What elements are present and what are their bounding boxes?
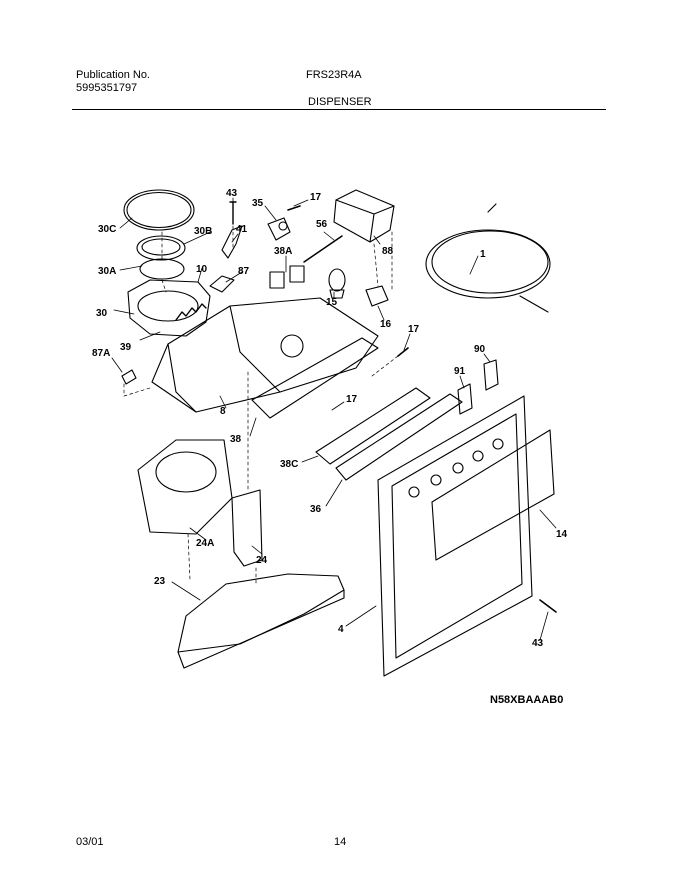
callout-4: 4 [338, 624, 344, 635]
part-screw-43-bottom [539, 599, 557, 613]
part-screw-43-top [229, 201, 237, 225]
part-frame-4 [377, 395, 533, 677]
part-gasket-30c-inner [126, 191, 192, 229]
leader-lines [111, 197, 557, 641]
callout-56: 56 [316, 219, 328, 230]
callout-38a: 38A [274, 246, 292, 257]
callout-35: 35 [252, 198, 264, 209]
part-housing-8 [151, 297, 379, 413]
part-disc-30b [136, 235, 186, 261]
callout-30b: 30B [194, 226, 212, 237]
callout-43-bottom: 43 [532, 638, 544, 649]
callout-17-mid: 17 [408, 324, 420, 335]
part-frame-4-inner [391, 413, 523, 659]
callout-43-top: 43 [226, 188, 238, 199]
header-rule [72, 109, 606, 110]
callout-38: 38 [230, 434, 242, 445]
part-overlay-14 [431, 429, 555, 561]
callout-36: 36 [310, 504, 322, 515]
part-tubing-1-coil-a [425, 229, 551, 299]
section-title: DISPENSER [308, 96, 372, 108]
callout-1: 1 [480, 249, 486, 260]
callout-17-low: 17 [346, 394, 358, 405]
part-door-24 [231, 489, 263, 567]
part-switch-38a-2 [289, 265, 305, 283]
callout-90: 90 [474, 344, 486, 355]
part-tubing-1-coil-b [431, 230, 549, 294]
callout-30: 30 [96, 308, 108, 319]
part-gasket-30c [123, 189, 195, 231]
part-bracket-90 [483, 359, 499, 391]
callout-24a: 24A [196, 538, 214, 549]
callout-17-top: 17 [310, 192, 322, 203]
callout-8: 8 [220, 406, 226, 417]
part-housing-8-port [280, 334, 304, 358]
part-rod-56 [303, 235, 343, 263]
callout-38c: 38C [280, 459, 298, 470]
callout-15: 15 [326, 297, 338, 308]
part-actuator-35 [267, 217, 291, 241]
callout-16: 16 [380, 319, 392, 330]
callout-87a: 87A [92, 348, 110, 359]
part-spring-10 [175, 303, 207, 321]
part-frame-button-5 [492, 438, 504, 450]
part-frame-button-1 [408, 486, 420, 498]
callout-88: 88 [382, 246, 394, 257]
part-bulb-15-base [329, 289, 345, 299]
part-switch-38a-1 [269, 271, 285, 289]
part-tray-23 [177, 573, 345, 653]
alignment-lines [123, 225, 399, 585]
callout-41: 41 [236, 224, 248, 235]
model-number: FRS23R4A [306, 69, 362, 81]
callout-10: 10 [196, 264, 208, 275]
part-frame-button-2 [430, 474, 442, 486]
part-chute-24a [137, 439, 233, 535]
callout-30a: 30A [98, 266, 116, 277]
part-bracket-87 [209, 275, 235, 293]
part-disc-30b-inner [141, 238, 181, 256]
part-switch-strip-38c [315, 387, 431, 465]
callout-14: 14 [556, 529, 568, 540]
callout-30c: 30C [98, 224, 116, 235]
callout-23: 23 [154, 576, 166, 587]
part-tubing-1-end [487, 203, 549, 313]
callout-39: 39 [120, 342, 132, 353]
part-bracket-36 [335, 393, 463, 481]
part-box-88 [333, 189, 395, 243]
callout-24: 24 [256, 555, 268, 566]
drawing-code: N58XBAAAB0 [490, 694, 564, 706]
part-frame-button-4 [472, 450, 484, 462]
publication-label: Publication No. [76, 69, 150, 81]
part-housing-8-front [167, 305, 281, 413]
part-housing-30 [127, 279, 211, 337]
part-tray-23-front [177, 589, 345, 669]
part-screw-17-mid [397, 347, 409, 357]
part-bracket-91 [457, 383, 473, 415]
footer-date: 03/01 [76, 836, 104, 848]
part-housing-30-opening [137, 290, 199, 322]
part-bulb-15 [328, 268, 346, 292]
part-screw-17-top [287, 205, 301, 211]
part-bracket-41 [221, 225, 243, 259]
callout-91: 91 [454, 366, 466, 377]
publication-number: 5995351797 [76, 82, 138, 94]
part-socket-16 [365, 285, 389, 307]
page-number: 14 [334, 836, 347, 848]
part-chute-24a-mouth [155, 451, 217, 493]
part-actuator-35-hub [278, 221, 288, 231]
part-board-38 [251, 337, 379, 419]
part-clip-87a [121, 369, 137, 385]
part-frame-button-3 [452, 462, 464, 474]
callout-87: 87 [238, 266, 250, 277]
part-ring-30a [139, 258, 185, 280]
